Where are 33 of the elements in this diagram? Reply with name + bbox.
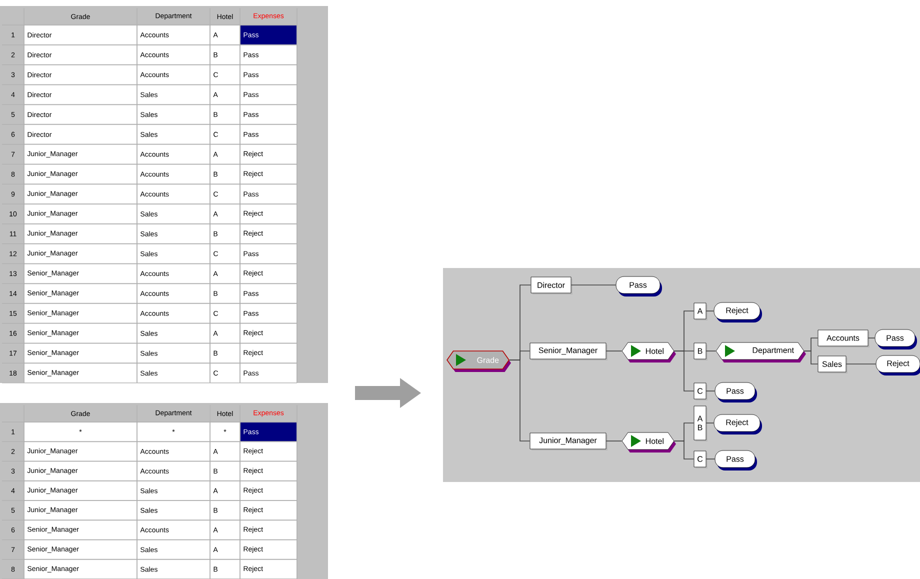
connector-line — [706, 310, 714, 312]
value-box: C — [694, 450, 708, 468]
result-pill: Reject — [876, 355, 920, 376]
root-tag: Grade — [446, 350, 511, 372]
value-box: A B — [694, 406, 708, 442]
value-box: A — [694, 302, 708, 320]
connector-line — [674, 350, 694, 392]
connector-line — [606, 440, 622, 442]
value-box: Director — [530, 276, 572, 294]
connector-line — [570, 284, 616, 286]
result-pill: Reject — [714, 302, 762, 322]
value-box: C — [694, 382, 708, 400]
connector-line — [606, 350, 622, 352]
connector-line — [706, 458, 716, 460]
connector-line — [706, 422, 714, 424]
result-pill: Pass — [616, 276, 662, 296]
value-box: Accounts — [818, 330, 870, 348]
result-pill: Reject — [714, 414, 762, 434]
value-box: B — [694, 342, 708, 360]
result-pill: Pass — [874, 329, 917, 350]
result-pill: Pass — [714, 450, 757, 470]
value-box: Junior_Manager — [530, 432, 608, 450]
value-box: Senior_Manager — [530, 342, 608, 360]
connector-line — [509, 360, 530, 442]
attribute-tag: Hotel — [622, 342, 676, 362]
result-pill: Pass — [714, 382, 757, 402]
attribute-tag: Hotel — [622, 432, 676, 452]
connector-line — [674, 440, 694, 460]
connector-line — [706, 350, 716, 352]
attribute-tag: Department — [716, 342, 806, 362]
value-box: Sales — [818, 356, 848, 374]
connector-line — [804, 350, 818, 364]
connector-line — [706, 390, 716, 392]
